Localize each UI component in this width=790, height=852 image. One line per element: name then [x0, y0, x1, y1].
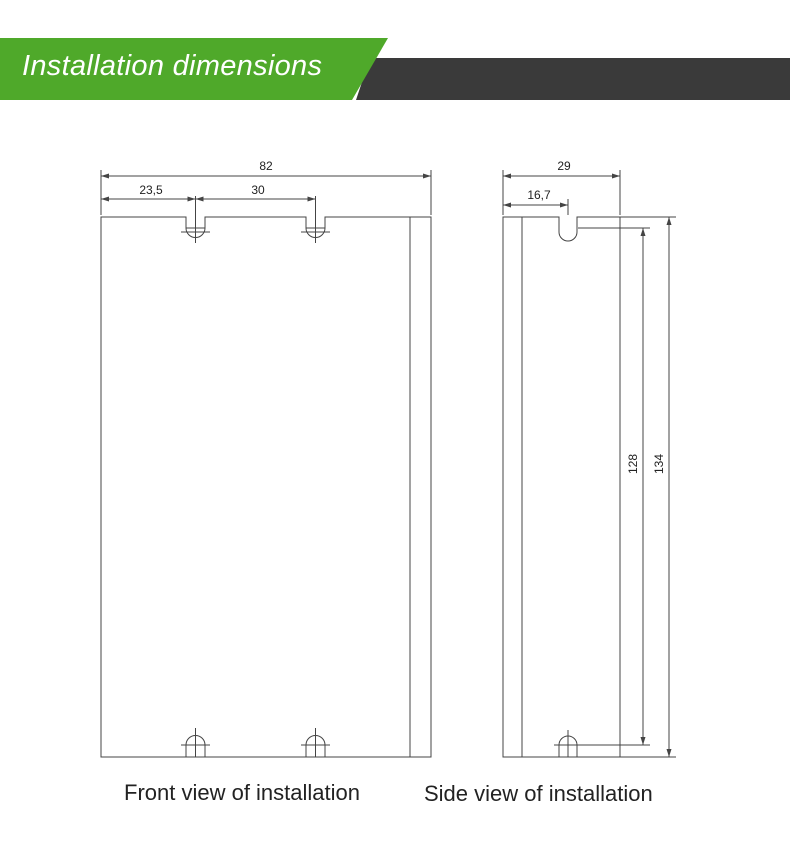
- front-top-hole-left: [181, 196, 210, 243]
- dim-front-width: [100, 170, 432, 215]
- side-bottom-hole: [554, 730, 582, 757]
- front-top-hole-right: [301, 196, 330, 243]
- dim-side-width: [502, 170, 621, 215]
- label-side-hole-height: 128: [626, 454, 640, 474]
- front-bottom-hole-right: [301, 728, 330, 757]
- header-banner: [0, 38, 790, 100]
- label-side-width: 29: [557, 159, 571, 173]
- dim-front-hole-spacing: [195, 196, 316, 202]
- front-view-caption: Front view of installation: [124, 780, 360, 805]
- header-green-band: [0, 38, 388, 100]
- dim-front-hole-offset: [101, 196, 196, 202]
- side-view: [502, 170, 676, 758]
- label-side-slot-offset: 16,7: [527, 188, 551, 202]
- label-side-overall-height: 134: [652, 454, 666, 474]
- label-front-hole-offset: 23,5: [139, 183, 163, 197]
- label-front-width: 82: [259, 159, 273, 173]
- front-outline: [100, 216, 432, 758]
- side-view-caption: Side view of installation: [424, 781, 653, 806]
- label-front-hole-spacing: 30: [251, 183, 265, 197]
- header-dark-bar: [356, 58, 790, 100]
- front-view: [100, 170, 432, 758]
- dim-side-hole-height: [640, 228, 646, 745]
- front-bottom-hole-left: [181, 728, 210, 757]
- side-outline: [502, 216, 621, 758]
- dim-side-overall-height: [666, 217, 672, 757]
- page-title: Installation dimensions: [22, 50, 323, 82]
- dim-side-slot-offset: [503, 199, 569, 215]
